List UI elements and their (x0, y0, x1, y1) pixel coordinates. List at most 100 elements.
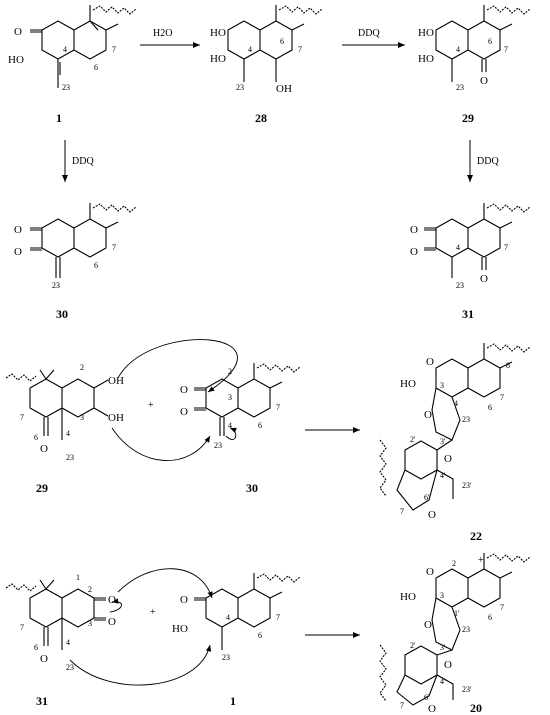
atom-4p: 4' (440, 471, 446, 480)
ho-label-2: HO (418, 53, 434, 65)
compound-label-30: 30 (56, 307, 68, 321)
atom-2: 2 (452, 559, 456, 568)
atom-2: 2 (80, 363, 84, 372)
atom-3p: 3' (440, 643, 446, 652)
o-label-2: O (14, 246, 22, 258)
compound-label-20: 20 (470, 701, 482, 715)
atom-4: 4 (454, 399, 458, 408)
atom-4: 4 (66, 638, 70, 647)
atom-7: 7 (504, 243, 508, 252)
atom-3p: 3' (440, 437, 446, 446)
atom-6: 6 (488, 403, 492, 412)
plus-sign-1: + (148, 400, 154, 411)
atom-23: 23 (222, 653, 230, 662)
atom-4: 4 (228, 421, 232, 430)
structure-31: O O 4 23 7 O (410, 203, 531, 290)
atom-3: 3 (440, 381, 444, 390)
compound-label-31b: 31 (36, 694, 48, 708)
atom-23p: 23' (462, 481, 472, 490)
atom-8: 8 (506, 361, 510, 370)
atom-23: 23 (462, 415, 470, 424)
reagent-ddq-1: DDQ (358, 28, 380, 39)
o-label-1: O (426, 356, 434, 368)
compound-label-22: 22 (470, 529, 482, 543)
plus-sign-2: + (150, 607, 156, 618)
atom-1: 1 (76, 573, 80, 582)
atom-23: 23 (456, 83, 464, 92)
ho-label: HO (8, 54, 24, 66)
atom-6: 6 (258, 421, 262, 430)
o-label-1: O (108, 594, 116, 606)
o-label: O (180, 594, 188, 606)
atom-6: 6 (34, 433, 38, 442)
atom-4: 4 (66, 429, 70, 438)
ho-label: HO (400, 591, 416, 603)
atom-2p: 2' (410, 641, 416, 650)
o-label: O (480, 75, 488, 87)
o-label: O (14, 26, 22, 38)
compound-label-1: 1 (56, 111, 62, 125)
atom-6: 6 (94, 261, 98, 270)
atom-2: 2 (88, 585, 92, 594)
ho-label: HO (172, 623, 188, 635)
o-label-2: O (410, 246, 418, 258)
o-label-3: O (40, 653, 48, 665)
atom-6p: 6' (424, 493, 430, 502)
atom-7: 7 (112, 45, 116, 54)
o-label-1: O (180, 384, 188, 396)
ho-label-2: HO (210, 53, 226, 65)
atom-7: 7 (112, 243, 116, 252)
atom-7: 7 (276, 403, 280, 412)
compound-label-30b: 30 (246, 481, 258, 495)
atom-7b: 7 (400, 507, 404, 516)
compound-label-31: 31 (462, 307, 474, 321)
atom-7b: 7 (400, 701, 404, 710)
compound-label-29b: 29 (36, 481, 48, 495)
atom-3: 3 (88, 619, 92, 628)
o-label-2: O (424, 619, 432, 631)
atom-6: 6 (488, 613, 492, 622)
o-label-1: O (410, 224, 418, 236)
atom-7: 7 (276, 613, 280, 622)
o-label-3: O (444, 659, 452, 671)
plus-sign-3: + (478, 555, 484, 566)
o-label-3: O (480, 273, 488, 285)
atom-7: 7 (504, 45, 508, 54)
structure-30: O O 7 6 23 (14, 203, 137, 290)
structure-29-mechanism: 2 OH 3 OH 7 6 4 23 O (5, 363, 124, 462)
atom-23: 23 (456, 281, 464, 290)
curved-arrow-1 (117, 339, 238, 393)
atom-7: 7 (298, 45, 302, 54)
oh-label: OH (276, 83, 292, 95)
ho-label: HO (400, 378, 416, 390)
o-label-4: O (428, 703, 436, 715)
compound-label-29: 29 (462, 111, 474, 125)
structure-29: HO HO 4 23 6 7 O (418, 5, 531, 92)
atom-23: 23 (62, 83, 70, 92)
o-label-1: O (426, 566, 434, 578)
o-label: O (40, 443, 48, 455)
curved-arrow-3 (117, 568, 213, 599)
atom-4: 4 (456, 243, 460, 252)
atom-7: 7 (500, 393, 504, 402)
atom-23: 23 (66, 453, 74, 462)
atom-4: 4 (63, 45, 67, 54)
reagent-h2o: H2O (153, 28, 172, 39)
ho-label-1: HO (210, 27, 226, 39)
atom-1p: 1' (454, 609, 460, 618)
atom-3: 3 (80, 413, 84, 422)
compound-label-28: 28 (255, 111, 267, 125)
atom-4: 4 (226, 613, 230, 622)
reagent-ddq-2: DDQ (72, 156, 94, 167)
curved-arrow-4 (69, 644, 212, 686)
reagent-ddq-3: DDQ (477, 156, 499, 167)
o-label-2: O (424, 409, 432, 421)
structure-22: O HO 3 O 4 8 7 6 23 2' 3' O 4' 23' 6' 7 … (379, 343, 531, 521)
o-label-2: O (108, 616, 116, 628)
atom-2p: 2' (410, 435, 416, 444)
atom-6: 6 (258, 631, 262, 640)
oh-label-1: OH (108, 375, 124, 387)
o-label-4: O (428, 509, 436, 521)
ho-label-1: HO (418, 27, 434, 39)
